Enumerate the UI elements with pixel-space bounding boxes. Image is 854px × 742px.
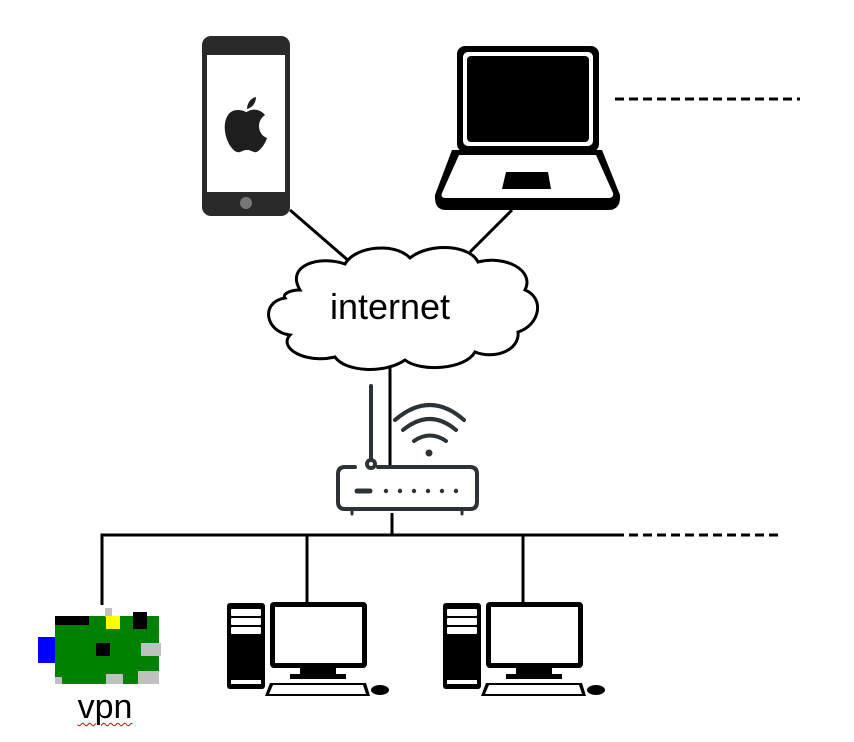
wifi-router-icon[interactable] (336, 384, 479, 516)
vpn-label: vpn (77, 688, 133, 726)
desktop-computer-icon[interactable] (443, 602, 605, 696)
laptop-icon[interactable] (434, 46, 621, 210)
internet-cloud (267, 246, 540, 371)
internet-label: internet (329, 286, 451, 327)
desktop-computer-icon[interactable] (227, 602, 389, 696)
smartphone-icon[interactable] (202, 36, 290, 216)
phone-to-internet-line (289, 208, 351, 264)
wifi-signal-icon (393, 403, 466, 457)
apple-logo-icon (224, 97, 267, 153)
laptop-to-internet-line (468, 208, 514, 254)
lan-bus-line (100, 533, 615, 605)
connections (100, 97, 800, 605)
port-dots (383, 488, 459, 494)
raspberry-pi-icon[interactable] (38, 608, 161, 684)
